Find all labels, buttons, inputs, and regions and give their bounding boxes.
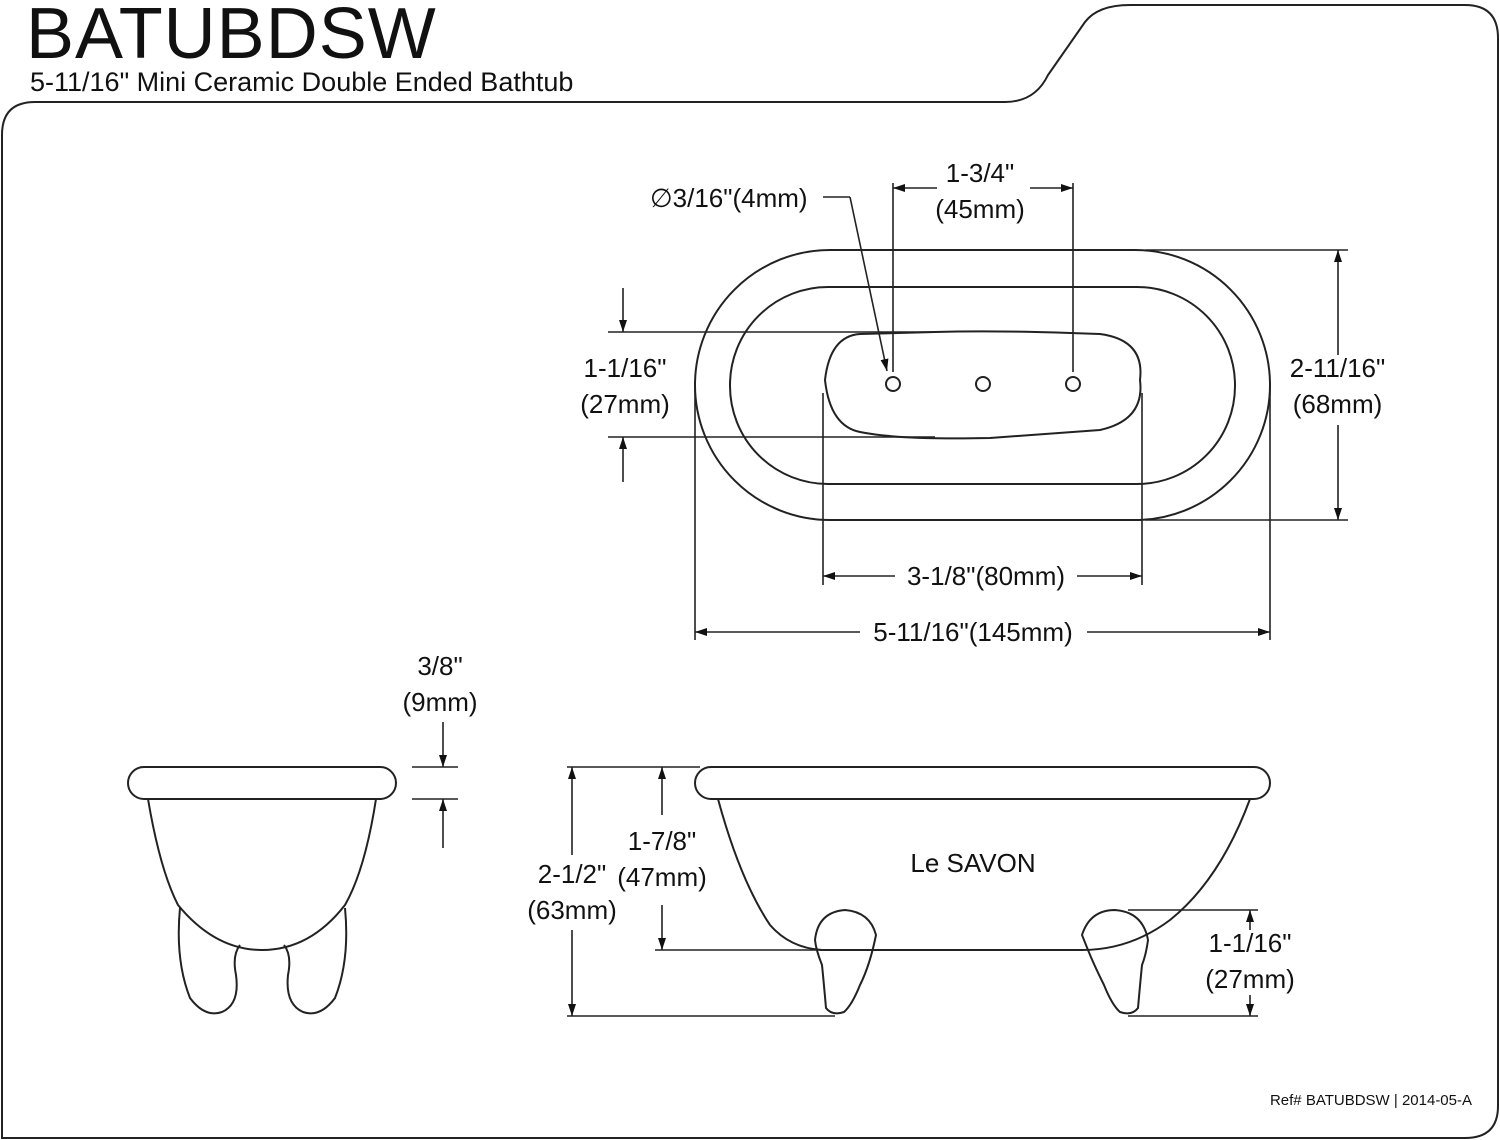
overall-height-label: 2-1/2" (63mm) — [512, 856, 632, 928]
hole-diameter-label: ∅3/16"(4mm) — [650, 183, 808, 213]
faucet-hole-center — [975, 376, 991, 392]
side-body — [717, 798, 1251, 951]
end-foot-left — [177, 907, 241, 1015]
rim-thickness-inch: 3/8" — [417, 651, 463, 681]
tub-outer-rim — [694, 249, 1271, 521]
body-height-label: 1-7/8" (47mm) — [602, 823, 722, 895]
overall-width-inch: 2-11/16" — [1289, 353, 1386, 383]
end-view — [127, 722, 458, 1015]
faucet-deck — [823, 330, 1142, 440]
recess-depth-label: 1-1/16" (27mm) — [565, 350, 685, 422]
inner-length-label: 3-1/8"(80mm) — [906, 561, 1066, 591]
hole-spacing-label: 1-3/4" (45mm) — [920, 155, 1040, 227]
end-rim — [127, 766, 397, 800]
overall-width-label: 2-11/16" (68mm) — [1275, 350, 1400, 422]
model-description: 5-11/16" Mini Ceramic Double Ended Batht… — [30, 67, 574, 97]
foot-height-label: 1-1/16" (27mm) — [1190, 925, 1310, 997]
hole-spacing-inch: 1-3/4" — [945, 158, 1015, 188]
faucet-hole-right — [1065, 376, 1081, 392]
model-title: BATUBDSW — [26, 0, 437, 74]
recess-depth-inch: 1-1/16" — [583, 353, 667, 383]
body-height-mm: (47mm) — [617, 862, 707, 892]
rim-thickness-mm: (9mm) — [402, 687, 478, 717]
overall-width-mm: (68mm) — [1292, 389, 1383, 419]
overall-length-label: 5-11/16"(145mm) — [873, 617, 1073, 647]
side-foot-right — [1080, 908, 1150, 1015]
faucet-hole-left — [885, 376, 901, 392]
recess-depth-mm: (27mm) — [580, 389, 670, 419]
side-view — [567, 766, 1271, 1017]
side-foot-left — [813, 908, 878, 1015]
end-foot-right — [283, 907, 348, 1015]
reference-note: Ref# BATUBDSW | 2014-05-A — [1269, 1092, 1472, 1109]
foot-height-inch: 1-1/16" — [1208, 928, 1292, 958]
overall-height-mm: (63mm) — [527, 895, 617, 925]
top-view — [608, 183, 1348, 640]
rim-thickness-label: 3/8" (9mm) — [380, 648, 500, 720]
foot-height-mm: (27mm) — [1205, 964, 1295, 994]
overall-height-inch: 2-1/2" — [537, 859, 607, 889]
hole-spacing-mm: (45mm) — [935, 194, 1025, 224]
sheet-frame — [1, 4, 1499, 1139]
body-height-inch: 1-7/8" — [627, 826, 697, 856]
side-rim — [694, 766, 1271, 800]
end-body — [147, 798, 377, 952]
brand-text: Le SAVON — [910, 848, 1036, 878]
tub-inner-rim — [729, 286, 1236, 485]
